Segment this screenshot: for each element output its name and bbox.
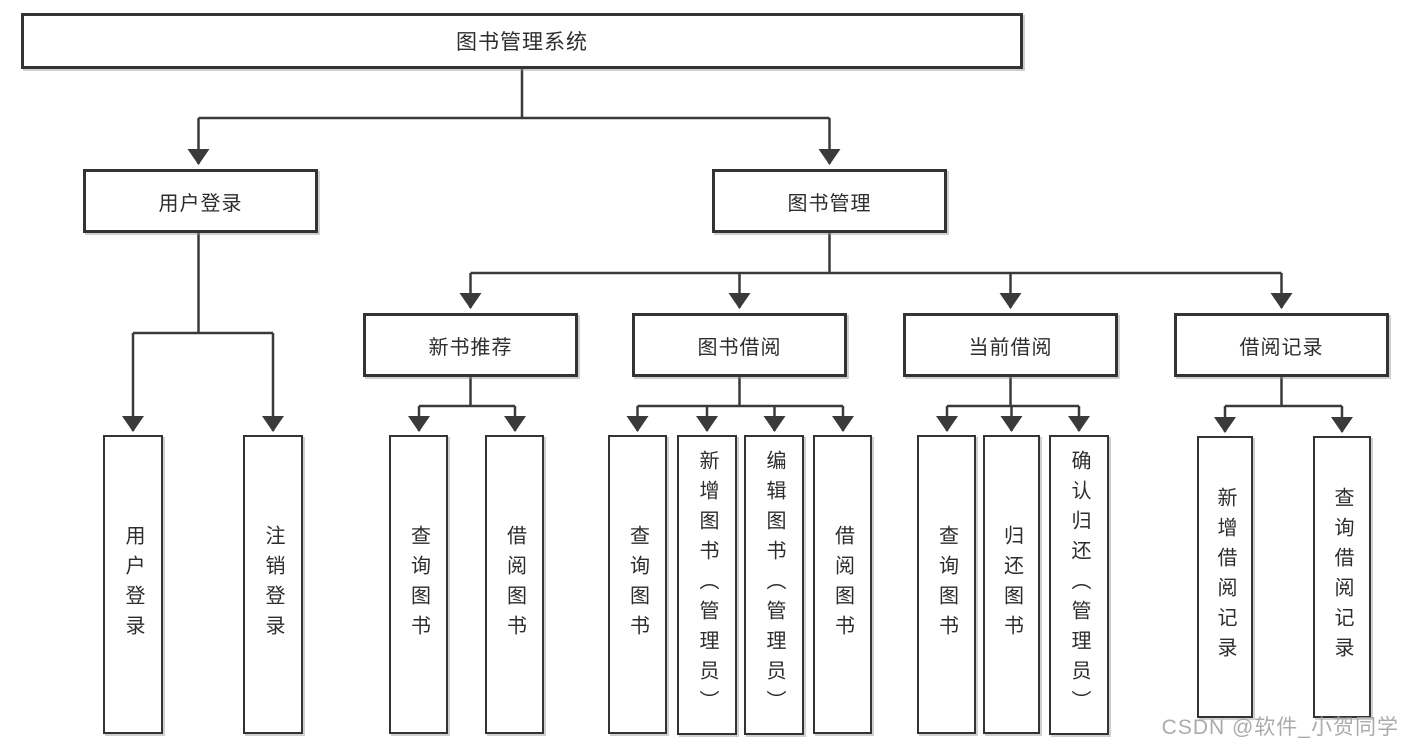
node-label: 查询图书 xyxy=(626,524,649,645)
connector-current-borrow-branch xyxy=(947,377,1079,408)
node-label: 归还图书 xyxy=(1000,524,1023,645)
node-label: 图书借阅 xyxy=(697,336,782,359)
node-root: 图书管理系统 xyxy=(21,13,1023,69)
node-label: 借阅记录 xyxy=(1239,336,1324,359)
leaf-query-borrow-record: 查询借阅记录 xyxy=(1313,436,1371,718)
node-current-borrow: 当前借阅 xyxy=(903,313,1118,377)
leaf-confirm-return-admin: 确认归还（管理员） xyxy=(1049,435,1109,735)
connector-user-login-branch xyxy=(133,233,273,335)
node-borrow-records: 借阅记录 xyxy=(1174,313,1389,377)
node-label: 用户登录 xyxy=(158,192,243,215)
node-user-login: 用户登录 xyxy=(83,169,318,233)
connector-book-management-branch xyxy=(470,233,1282,275)
node-label: 图书管理 xyxy=(787,192,872,215)
connector-borrow-records-branch xyxy=(1225,377,1342,408)
node-label: 查询图书 xyxy=(407,524,430,645)
node-label: 图书管理系统 xyxy=(456,31,588,54)
node-label: 新增借阅记录 xyxy=(1214,487,1236,667)
leaf-add-book-admin: 新增图书（管理员） xyxy=(677,435,737,735)
leaf-borrow-books-1: 借阅图书 xyxy=(485,435,544,734)
node-new-book-recommend: 新书推荐 xyxy=(363,313,578,377)
csdn-watermark: CSDN @软件_小贺同学 xyxy=(1161,716,1399,739)
node-label: 当前借阅 xyxy=(968,336,1053,359)
leaf-add-borrow-record: 新增借阅记录 xyxy=(1197,436,1253,718)
node-label: 查询借阅记录 xyxy=(1331,487,1353,667)
node-label: 查询图书 xyxy=(935,524,958,645)
connector-book-borrow-branch xyxy=(637,377,843,408)
leaf-user-login: 用户登录 xyxy=(103,435,163,734)
node-label: 新书推荐 xyxy=(428,336,513,359)
node-label: 注销登录 xyxy=(262,524,284,645)
node-label: 借阅图书 xyxy=(831,524,854,645)
leaf-query-books-1: 查询图书 xyxy=(389,435,448,734)
leaf-logout: 注销登录 xyxy=(243,435,303,734)
node-label: 编辑图书（管理员） xyxy=(763,450,785,720)
leaf-return-book: 归还图书 xyxy=(983,435,1040,734)
node-book-management: 图书管理 xyxy=(712,169,947,233)
node-label: 借阅图书 xyxy=(503,524,526,645)
leaf-query-books-2: 查询图书 xyxy=(608,435,667,734)
node-label: 确认归还（管理员） xyxy=(1068,450,1090,720)
leaf-edit-book-admin: 编辑图书（管理员） xyxy=(744,435,804,735)
leaf-query-books-3: 查询图书 xyxy=(917,435,976,734)
node-book-borrow: 图书借阅 xyxy=(632,313,847,377)
node-label: 用户登录 xyxy=(122,524,144,645)
node-label: 新增图书（管理员） xyxy=(696,450,718,720)
connector-new-book-branch xyxy=(419,377,515,408)
leaf-borrow-books-2: 借阅图书 xyxy=(813,435,872,734)
